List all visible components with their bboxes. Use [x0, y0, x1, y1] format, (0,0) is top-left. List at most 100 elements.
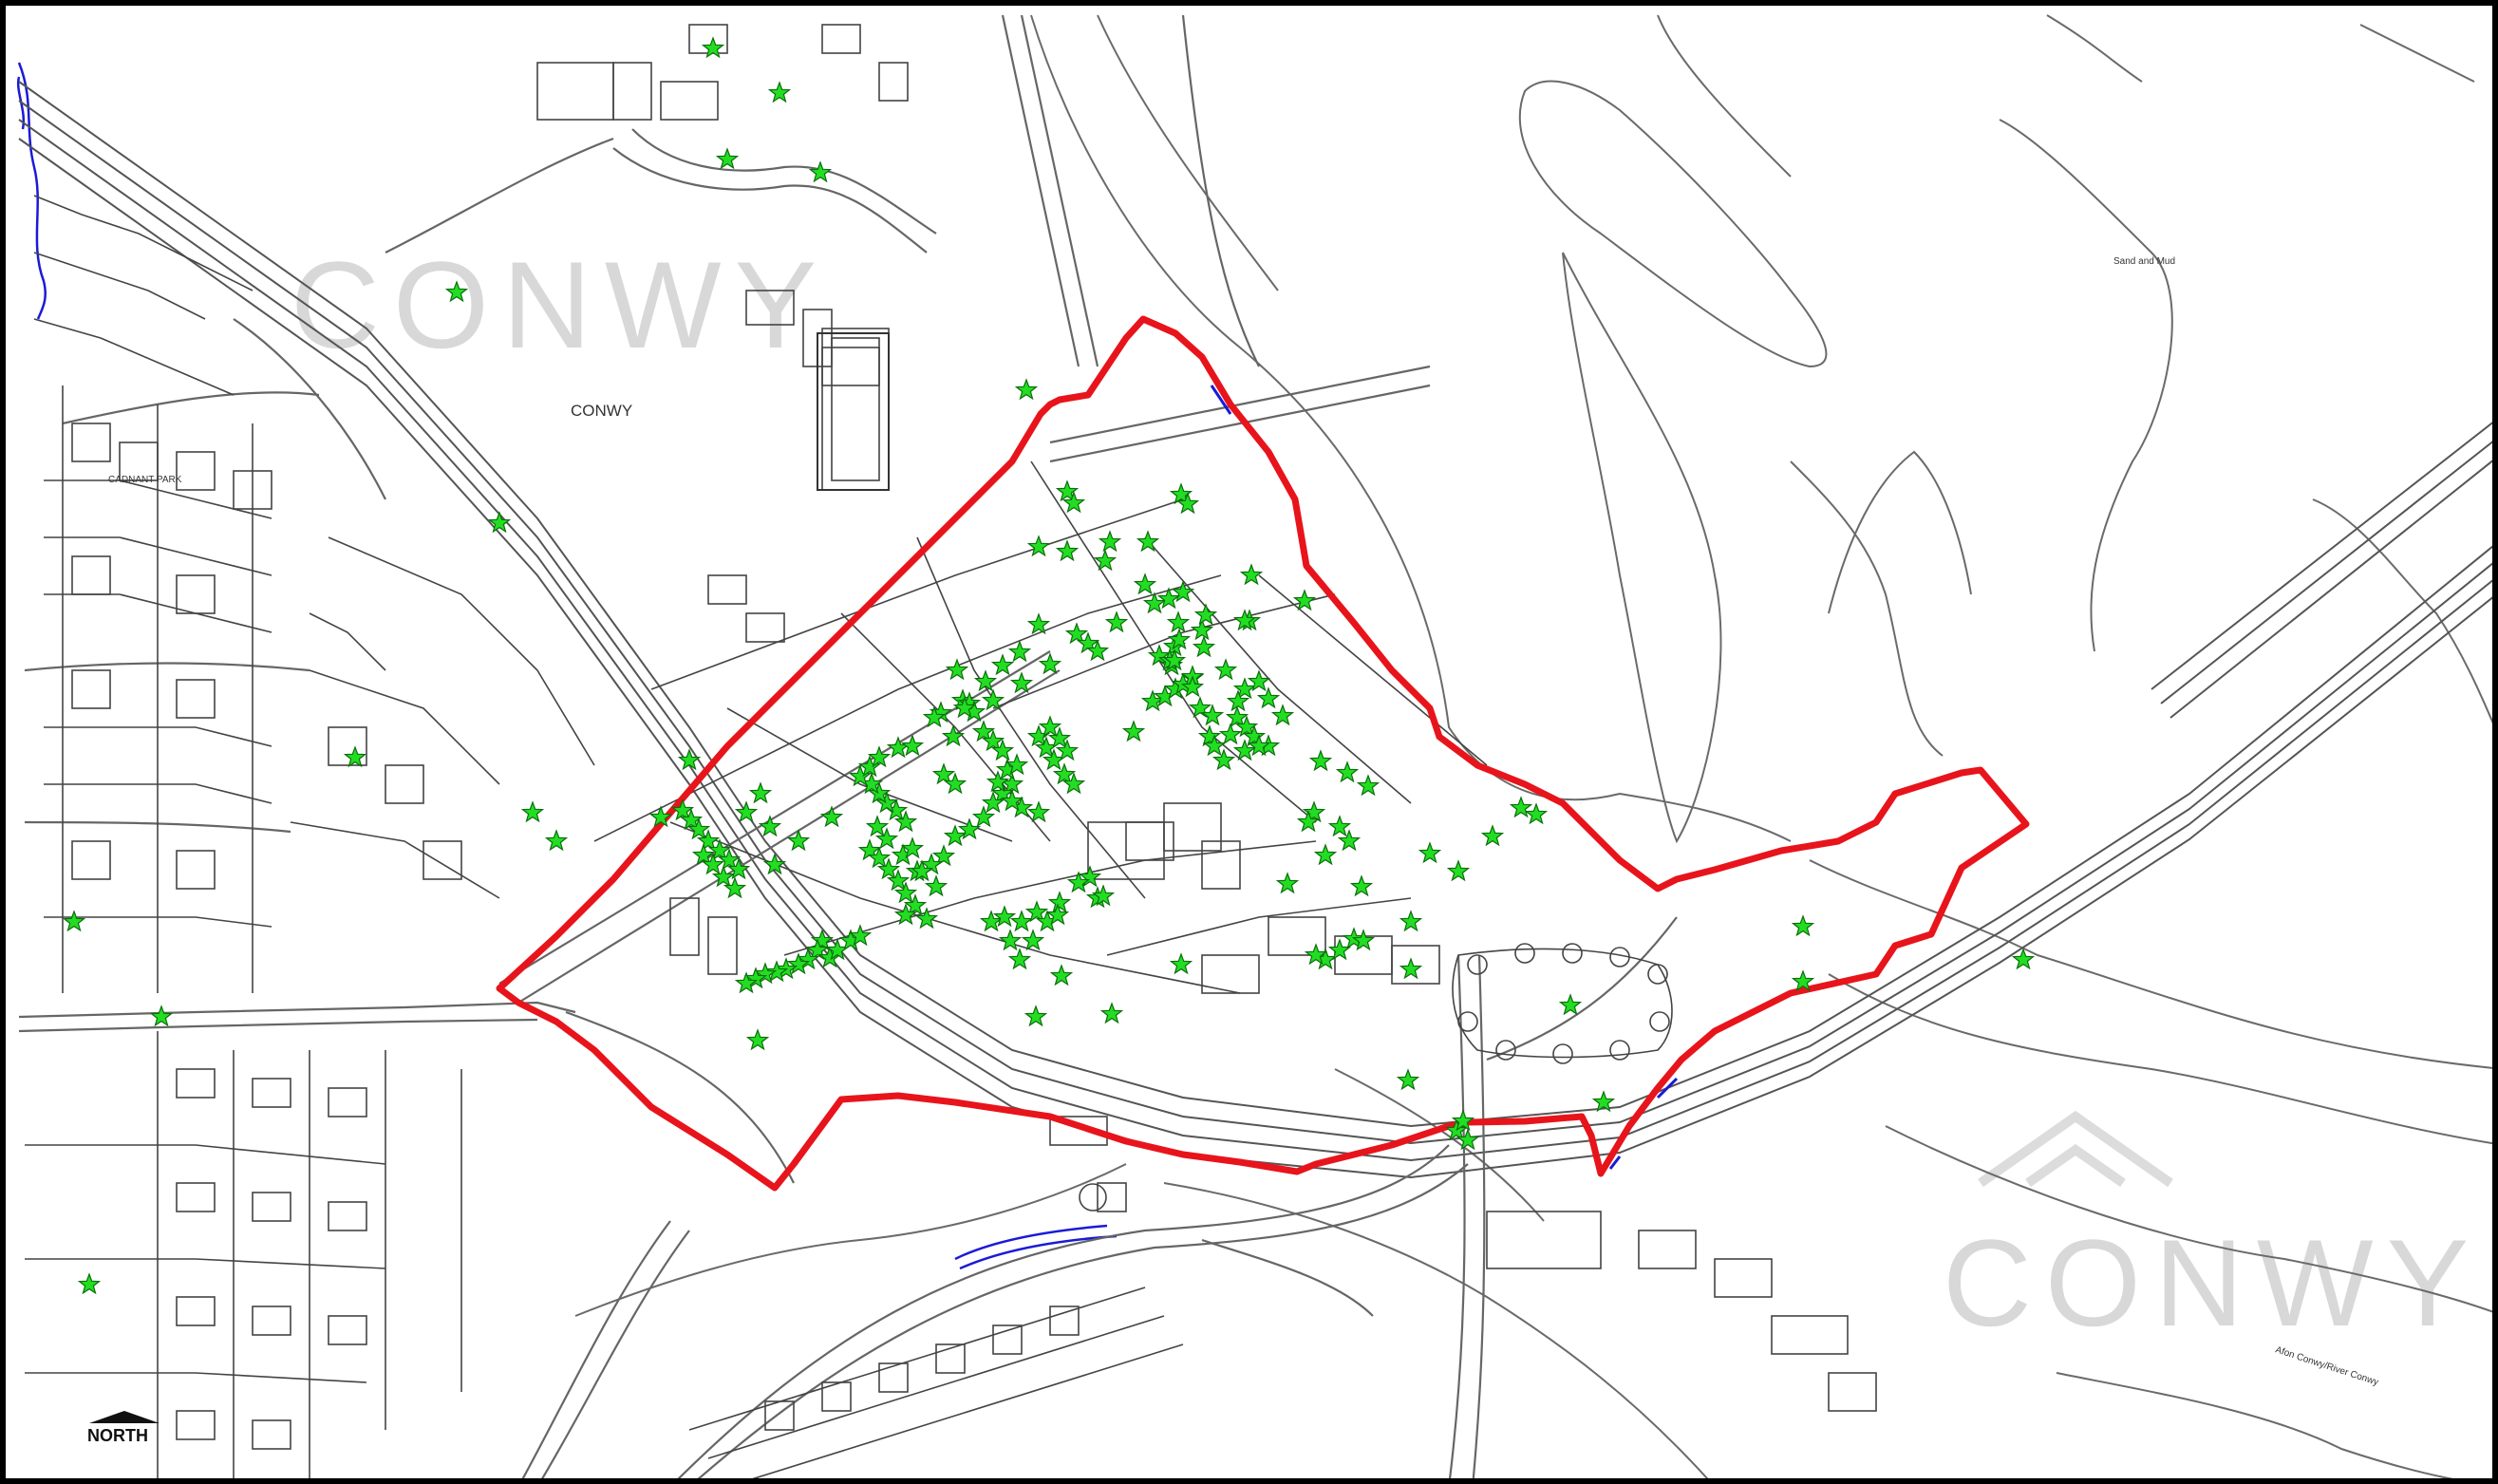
heritage-star-marker-icon[interactable] [893, 903, 918, 926]
heritage-star-marker-icon[interactable] [1009, 671, 1034, 694]
heritage-star-marker-icon[interactable] [1024, 900, 1049, 923]
heritage-star-marker-icon[interactable] [1292, 589, 1317, 611]
heritage-star-marker-icon[interactable] [520, 800, 545, 823]
heritage-star-marker-icon[interactable] [1098, 530, 1122, 553]
heritage-star-marker-icon[interactable] [701, 853, 725, 875]
heritage-star-marker-icon[interactable] [1045, 903, 1070, 926]
heritage-star-marker-icon[interactable] [943, 772, 967, 795]
heritage-star-marker-icon[interactable] [886, 869, 911, 892]
heritage-star-marker-icon[interactable] [764, 960, 789, 983]
heritage-star-marker-icon[interactable] [1167, 628, 1192, 650]
heritage-star-marker-icon[interactable] [1247, 669, 1271, 692]
heritage-star-marker-icon[interactable] [767, 81, 792, 103]
heritage-star-marker-icon[interactable] [1327, 815, 1352, 837]
heritage-star-marker-icon[interactable] [1049, 964, 1074, 986]
heritage-star-marker-icon[interactable] [1024, 1005, 1048, 1027]
heritage-star-marker-icon[interactable] [1399, 957, 1423, 980]
heritage-star-marker-icon[interactable] [867, 846, 892, 869]
heritage-star-marker-icon[interactable] [701, 36, 725, 59]
heritage-star-marker-icon[interactable] [1162, 648, 1187, 671]
heritage-star-marker-icon[interactable] [1066, 871, 1091, 893]
heritage-star-marker-icon[interactable] [910, 859, 934, 882]
heritage-star-marker-icon[interactable] [990, 653, 1015, 676]
heritage-star-marker-icon[interactable] [1200, 704, 1225, 726]
heritage-star-marker-icon[interactable] [1064, 622, 1089, 645]
heritage-star-marker-icon[interactable] [1190, 618, 1214, 641]
heritage-star-marker-icon[interactable] [971, 805, 996, 828]
heritage-star-marker-icon[interactable] [1121, 720, 1146, 742]
heritage-star-marker-icon[interactable] [1197, 724, 1222, 747]
heritage-star-marker-icon[interactable] [903, 893, 928, 916]
heritage-star-marker-icon[interactable] [874, 791, 899, 814]
heritage-star-marker-icon[interactable] [686, 817, 711, 840]
heritage-star-marker-icon[interactable] [1304, 943, 1328, 966]
heritage-star-marker-icon[interactable] [1791, 969, 1815, 992]
heritage-star-marker-icon[interactable] [1349, 874, 1374, 897]
heritage-star-marker-icon[interactable] [1047, 891, 1072, 913]
heritage-star-marker-icon[interactable] [874, 827, 899, 850]
heritage-star-marker-icon[interactable] [1399, 910, 1423, 932]
heritage-star-marker-icon[interactable] [808, 160, 833, 183]
heritage-star-marker-icon[interactable] [1234, 715, 1259, 738]
heritage-star-marker-icon[interactable] [1247, 734, 1271, 757]
heritage-star-marker-icon[interactable] [1242, 724, 1267, 747]
heritage-star-marker-icon[interactable] [343, 745, 367, 768]
heritage-star-marker-icon[interactable] [943, 824, 967, 847]
heritage-star-marker-icon[interactable] [1104, 611, 1129, 633]
heritage-star-marker-icon[interactable] [893, 881, 918, 904]
heritage-star-marker-icon[interactable] [1007, 948, 1032, 970]
heritage-star-marker-icon[interactable] [77, 1272, 102, 1295]
heritage-star-marker-icon[interactable] [1188, 696, 1212, 719]
heritage-star-marker-icon[interactable] [867, 745, 892, 768]
heritage-star-marker-icon[interactable] [900, 836, 925, 859]
heritage-star-marker-icon[interactable] [758, 815, 782, 837]
heritage-star-marker-icon[interactable] [544, 829, 569, 852]
heritage-star-marker-icon[interactable] [648, 805, 673, 828]
heritage-star-marker-icon[interactable] [1211, 748, 1236, 771]
heritage-star-marker-icon[interactable] [1213, 658, 1238, 681]
heritage-star-marker-icon[interactable] [1270, 704, 1295, 726]
heritage-star-marker-icon[interactable] [743, 967, 768, 989]
heritage-star-marker-icon[interactable] [691, 843, 716, 866]
heritage-star-marker-icon[interactable] [1007, 640, 1032, 663]
heritage-star-marker-icon[interactable] [726, 857, 751, 880]
heritage-star-marker-icon[interactable] [1085, 639, 1110, 662]
heritage-star-marker-icon[interactable] [762, 853, 787, 875]
heritage-star-marker-icon[interactable] [715, 147, 740, 170]
heritage-star-marker-icon[interactable] [734, 971, 759, 994]
heritage-star-marker-icon[interactable] [444, 280, 469, 303]
heritage-star-marker-icon[interactable] [1055, 479, 1080, 502]
heritage-star-marker-icon[interactable] [786, 952, 811, 975]
heritage-star-marker-icon[interactable] [1232, 609, 1257, 631]
heritage-star-marker-icon[interactable] [786, 829, 811, 852]
heritage-star-marker-icon[interactable] [867, 781, 892, 804]
heritage-star-marker-icon[interactable] [1000, 789, 1024, 812]
heritage-star-marker-icon[interactable] [1026, 535, 1051, 557]
heritage-star-marker-icon[interactable] [1232, 677, 1257, 700]
heritage-star-marker-icon[interactable] [865, 815, 890, 837]
heritage-star-marker-icon[interactable] [1171, 580, 1195, 603]
heritage-star-marker-icon[interactable] [677, 748, 702, 771]
heritage-star-marker-icon[interactable] [1558, 993, 1583, 1016]
heritage-star-marker-icon[interactable] [931, 762, 956, 785]
heritage-star-marker-icon[interactable] [876, 857, 901, 880]
heritage-star-marker-icon[interactable] [1055, 739, 1080, 761]
heritage-star-marker-icon[interactable] [1005, 753, 1029, 776]
heritage-star-marker-icon[interactable] [1791, 914, 1815, 937]
heritage-star-marker-icon[interactable] [973, 669, 998, 692]
heritage-star-marker-icon[interactable] [1009, 910, 1034, 932]
heritage-star-marker-icon[interactable] [149, 1005, 174, 1027]
heritage-star-marker-icon[interactable] [922, 705, 947, 728]
heritage-star-marker-icon[interactable] [1337, 829, 1362, 852]
heritage-star-marker-icon[interactable] [1356, 774, 1380, 797]
heritage-star-marker-icon[interactable] [952, 696, 977, 719]
heritage-star-marker-icon[interactable] [711, 865, 736, 888]
heritage-star-marker-icon[interactable] [1451, 1109, 1475, 1132]
heritage-star-marker-icon[interactable] [1509, 796, 1533, 818]
heritage-star-marker-icon[interactable] [1456, 1128, 1480, 1151]
heritage-star-marker-icon[interactable] [819, 805, 844, 828]
heritage-star-marker-icon[interactable] [1169, 482, 1193, 505]
heritage-star-marker-icon[interactable] [941, 724, 966, 747]
heritage-star-marker-icon[interactable] [1226, 689, 1250, 712]
heritage-star-marker-icon[interactable] [1093, 549, 1118, 572]
